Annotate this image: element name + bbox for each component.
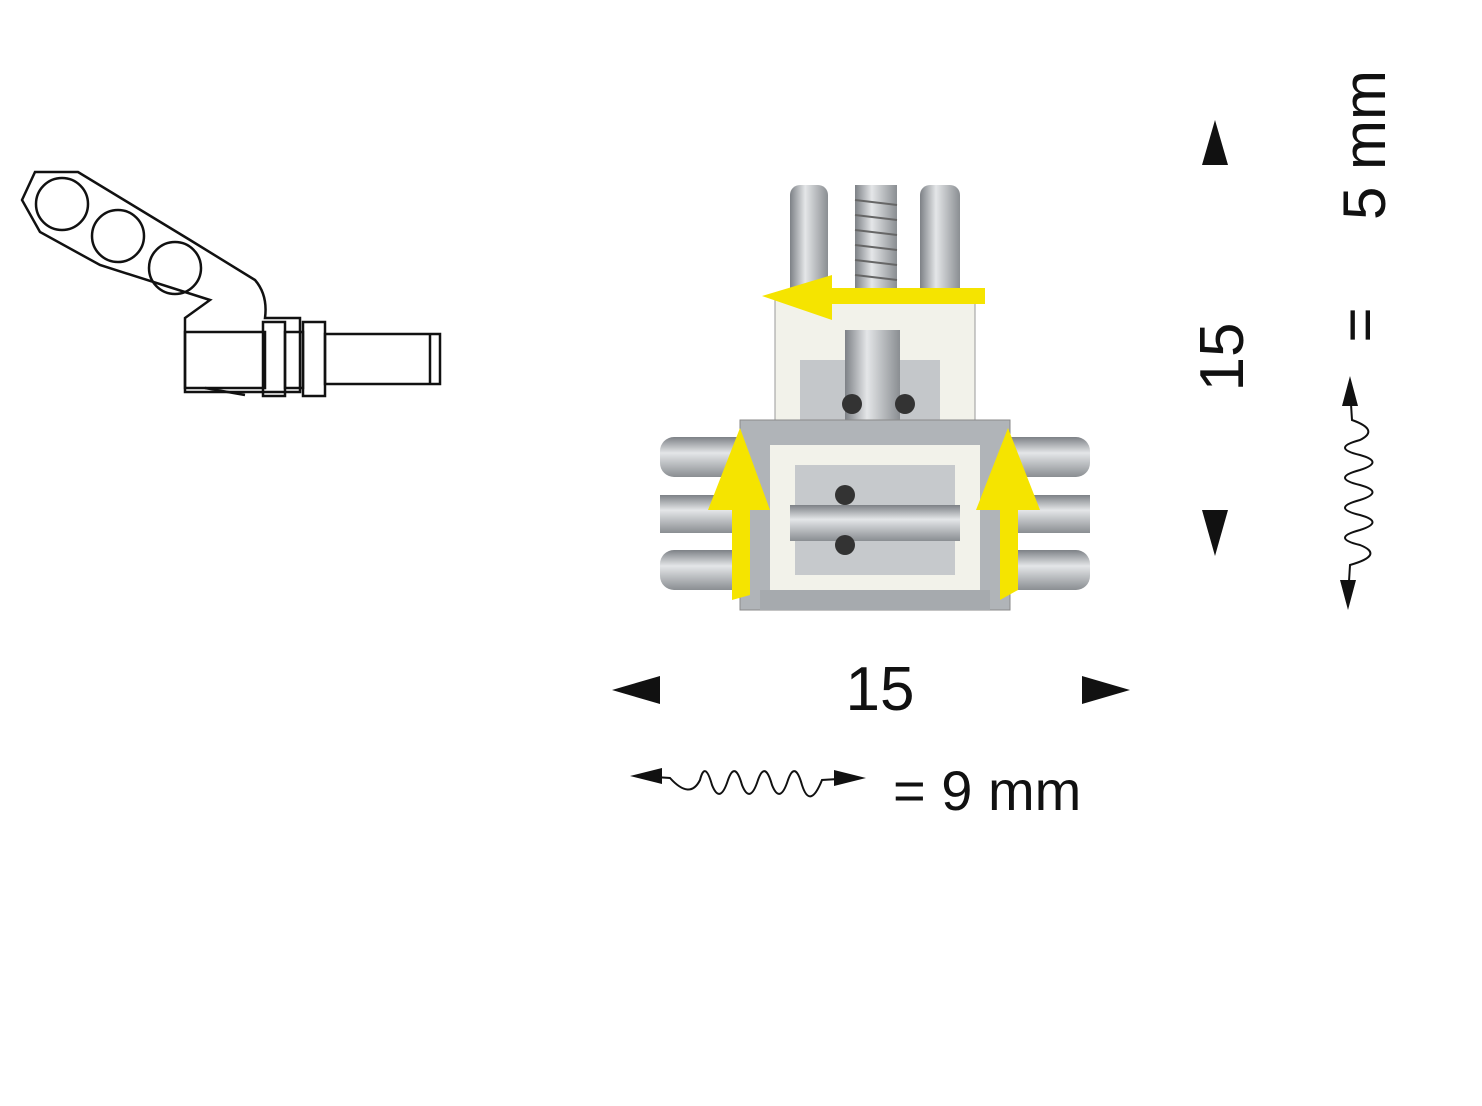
vertical-spring-equals: = xyxy=(1326,307,1393,342)
arrow-right-icon xyxy=(1082,676,1130,704)
vertical-spring-icon xyxy=(1340,376,1374,610)
arrow-up-icon xyxy=(1202,120,1228,165)
width-dimension-label: 15 xyxy=(846,655,915,724)
arrow-left-icon xyxy=(612,676,660,704)
horizontal-spring-value: = 9 mm xyxy=(893,759,1081,822)
device-rendering xyxy=(660,185,1090,611)
height-dimension-label: 15 xyxy=(1188,323,1257,392)
vertical-spring-value: 5 mm xyxy=(1331,70,1398,220)
arrow-down-icon xyxy=(1202,510,1228,556)
horizontal-spring-icon xyxy=(630,768,866,798)
bracket-line-drawing xyxy=(20,170,442,398)
